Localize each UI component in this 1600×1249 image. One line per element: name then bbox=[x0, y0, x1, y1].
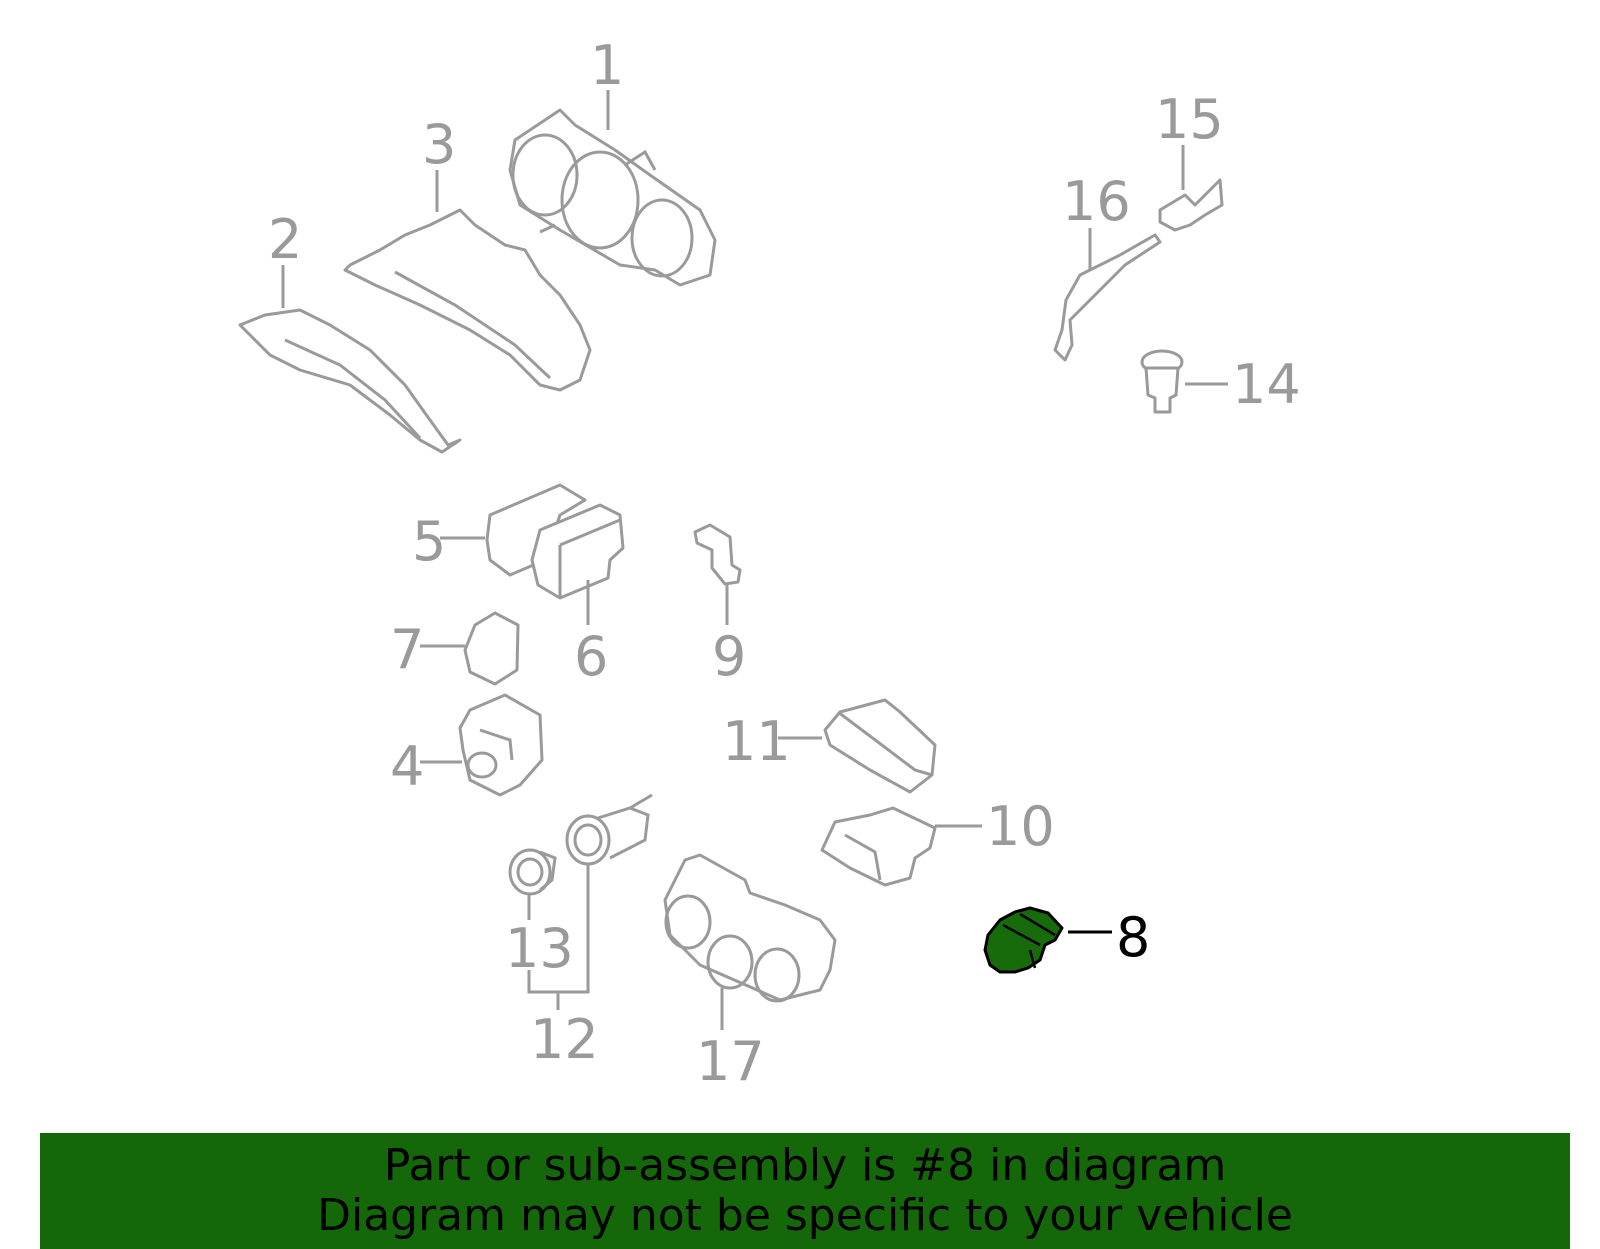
part-13-socket[interactable] bbox=[508, 848, 557, 896]
part-6-switch[interactable] bbox=[530, 503, 625, 600]
banner-line-2: Diagram may not be specific to your vehi… bbox=[317, 1190, 1293, 1241]
part-10-switch-panel[interactable] bbox=[820, 806, 937, 887]
callout-8: 8 bbox=[1116, 906, 1150, 969]
part-14-bulb[interactable] bbox=[1140, 349, 1184, 414]
callout-11: 11 bbox=[722, 710, 791, 773]
callout-1: 1 bbox=[590, 34, 624, 97]
part-11-switch-panel[interactable] bbox=[823, 698, 937, 794]
part-17-climate-control[interactable] bbox=[663, 853, 837, 1003]
banner-line-1: Part or sub-assembly is #8 in diagram bbox=[383, 1140, 1227, 1191]
callout-10: 10 bbox=[986, 795, 1055, 858]
callout-16: 16 bbox=[1062, 170, 1131, 233]
callout-7: 7 bbox=[390, 618, 424, 681]
callout-13: 13 bbox=[505, 917, 574, 980]
callout-9: 9 bbox=[712, 625, 746, 688]
callout-15: 15 bbox=[1155, 88, 1224, 151]
callout-6: 6 bbox=[574, 625, 608, 688]
parts-diagram: 1 3 2 15 16 14 5 6 9 bbox=[238, 34, 1301, 1093]
part-8-highlighted[interactable] bbox=[983, 906, 1064, 974]
part-9-bracket[interactable] bbox=[693, 523, 742, 586]
part-3-cluster-hood[interactable] bbox=[343, 208, 592, 392]
part-4-ignition-switch[interactable] bbox=[458, 693, 544, 797]
leader-12-bracket bbox=[527, 865, 590, 1010]
callout-17: 17 bbox=[696, 1030, 765, 1093]
callout-14: 14 bbox=[1232, 353, 1301, 416]
part-12-power-outlet[interactable] bbox=[565, 793, 653, 866]
part-16-lamp-harness[interactable] bbox=[1053, 233, 1162, 362]
callout-5: 5 bbox=[412, 510, 446, 573]
part-15-connector[interactable] bbox=[1158, 178, 1224, 232]
callout-12: 12 bbox=[530, 1008, 599, 1071]
part-2-cluster-bezel[interactable] bbox=[238, 308, 462, 454]
callout-2: 2 bbox=[268, 208, 302, 271]
info-banner: Part or sub-assembly is #8 in diagram Di… bbox=[40, 1133, 1570, 1249]
callout-4: 4 bbox=[390, 735, 424, 798]
part-7-switch[interactable] bbox=[463, 611, 520, 686]
part-1-instrument-cluster[interactable] bbox=[508, 108, 717, 287]
callout-3: 3 bbox=[422, 113, 456, 176]
